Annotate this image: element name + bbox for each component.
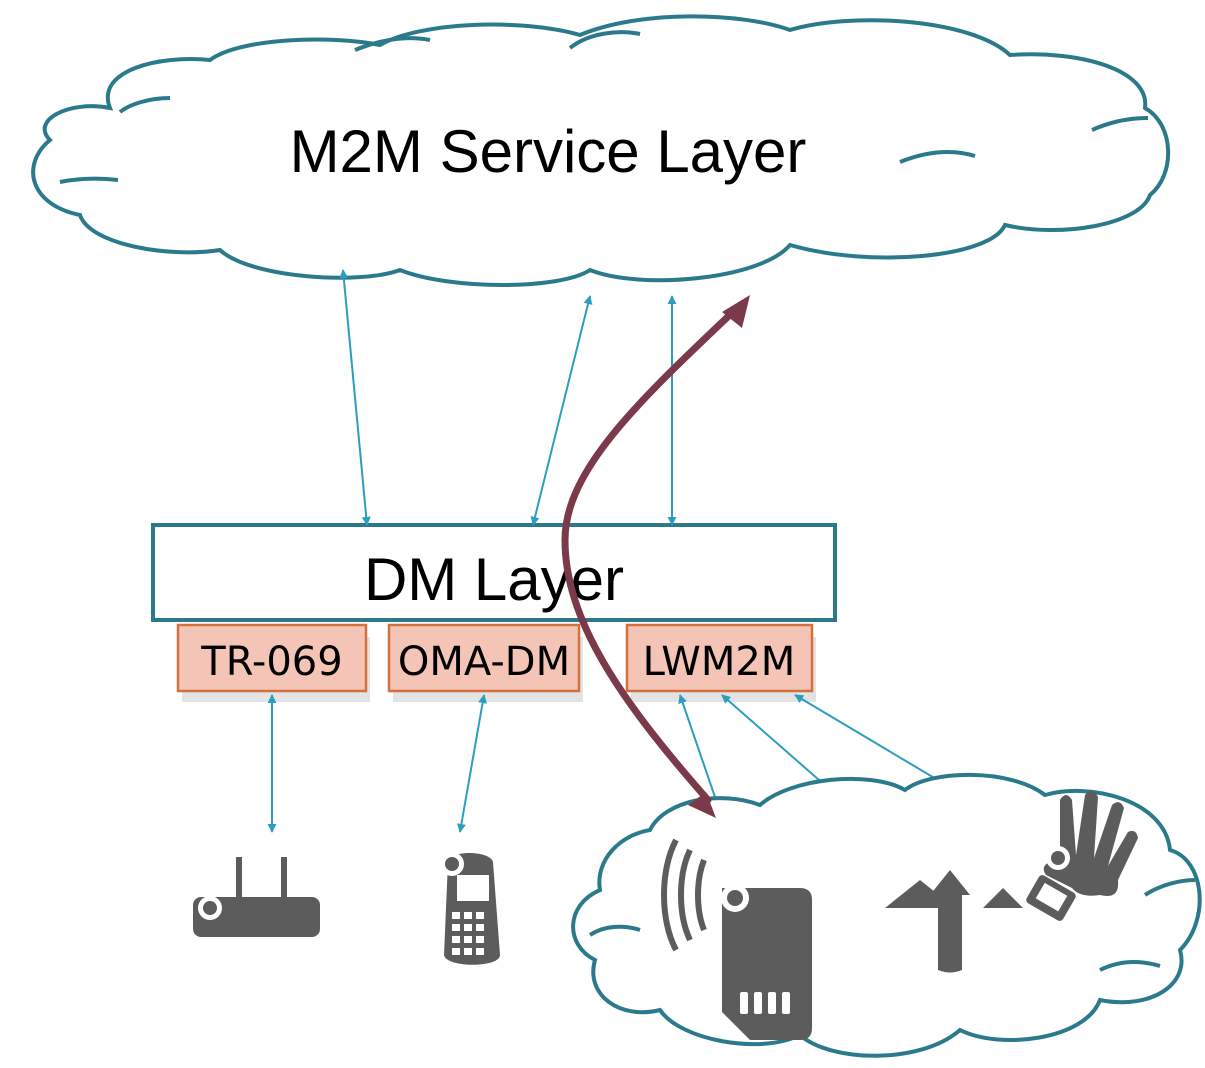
connector-omadm-phone (456, 694, 488, 833)
service-layer-cloud (31, 14, 1171, 287)
protocol-label-lwm2m: LWM2M (643, 639, 796, 685)
protocol-label-oma-dm: OMA-DM (398, 639, 570, 685)
wearable-icon (1026, 875, 1076, 921)
protocol-oma-dm: OMA-DM (387, 623, 583, 702)
phone-icon (440, 852, 500, 965)
connector-service-dm-2 (530, 295, 593, 526)
highlight-path (561, 295, 750, 818)
highlight-arrowhead-bottom (688, 792, 716, 818)
dm-layer-box (151, 523, 837, 622)
protocol-lwm2m: LWM2M (625, 623, 816, 702)
highlight-arrowhead-top (722, 295, 750, 328)
protocol-tr069: TR-069 (176, 623, 370, 702)
hand-icon (1043, 790, 1138, 896)
service-layer-title: M2M Service Layer (290, 118, 807, 185)
connector-service-dm-1 (339, 269, 371, 526)
cloud-outline-top (31, 14, 1171, 287)
router-icon (193, 857, 320, 937)
protocol-label-tr069: TR-069 (200, 639, 342, 685)
up-arrows-icon (885, 870, 1023, 973)
dm-layer-title: DM Layer (364, 546, 624, 613)
sim-card-icon (661, 838, 812, 1040)
